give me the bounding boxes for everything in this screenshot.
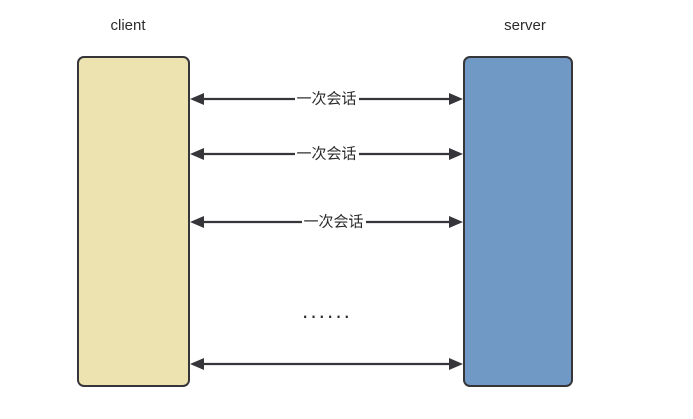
ellipsis-indicator: ······ <box>301 303 352 328</box>
double-arrow-icon <box>190 358 463 370</box>
connection-session-3[interactable]: 一次会话 <box>190 209 463 235</box>
connection-label-session-1: 一次会话 <box>294 90 359 108</box>
client-node-label: client <box>110 17 146 34</box>
connection-session-2[interactable]: 一次会话 <box>190 141 463 167</box>
server-node-box[interactable] <box>463 56 573 387</box>
connection-session-n[interactable] <box>190 351 463 377</box>
connection-session-1[interactable]: 一次会话 <box>190 86 463 112</box>
server-node-label: server <box>504 17 546 34</box>
connection-label-session-3: 一次会话 <box>301 213 366 231</box>
client-node-box[interactable] <box>77 56 190 387</box>
connection-label-session-2: 一次会话 <box>294 145 359 163</box>
